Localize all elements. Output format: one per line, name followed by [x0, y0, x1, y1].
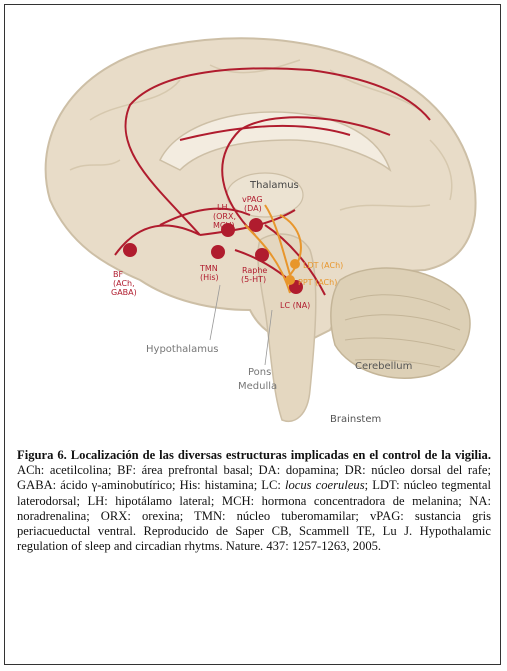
figure-caption: Figura 6. Localización de las diversas e… — [17, 448, 491, 554]
vpag-label: vPAG — [242, 195, 263, 204]
caption-title: Figura 6. Localización de las diversas e… — [17, 448, 491, 462]
hypothalamus-label: Hypothalamus — [146, 344, 219, 355]
pons-label: Pons — [248, 367, 271, 378]
vpag-nucleus — [249, 218, 263, 232]
lc-label: LC (NA) — [280, 301, 310, 310]
lh-label: LH — [217, 203, 227, 212]
bf-ach-label: (ACh, — [113, 279, 135, 288]
raphe-label: Raphe — [242, 266, 267, 275]
lh-mch-label: MCH) — [213, 221, 235, 230]
brain-diagram: Thalamus vPAG (DA) LH (ORX, MCH) BF (ACh… — [10, 10, 497, 442]
medulla-label: Medulla — [238, 381, 277, 392]
tmn-nucleus — [211, 245, 225, 259]
bf-gaba-label: GABA) — [111, 288, 137, 297]
ppt-nucleus — [285, 275, 295, 285]
ldt-label: LDT (ACh) — [303, 261, 343, 270]
cerebellum-label: Cerebellum — [355, 361, 412, 372]
ppt-label: PPT (ACh) — [298, 278, 337, 287]
bf-label: BF — [113, 270, 123, 279]
thalamus-label: Thalamus — [249, 180, 299, 191]
tmn-label: TMN — [199, 264, 218, 273]
bf-nucleus — [123, 243, 137, 257]
tmn-his-label: (His) — [200, 273, 219, 282]
raphe-nucleus — [255, 248, 269, 262]
brainstem-label: Brainstem — [330, 414, 381, 425]
vpag-sub-label: (DA) — [244, 204, 262, 213]
raphe-5ht-label: (5-HT) — [241, 275, 266, 284]
lh-orx-label: (ORX, — [213, 212, 236, 221]
ldt-nucleus — [290, 259, 300, 269]
caption-lc-italic: locus coeruleus — [285, 478, 365, 492]
